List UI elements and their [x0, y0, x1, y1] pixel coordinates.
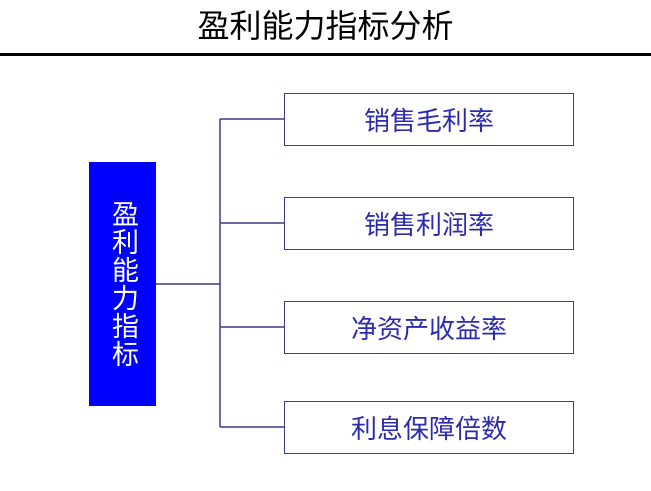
child-node-label: 净资产收益率	[350, 315, 507, 345]
root-node-label: 盈利能力指标	[107, 200, 138, 368]
child-node-gross-margin: 销售毛利率	[284, 93, 574, 146]
child-node-roe: 净资产收益率	[284, 301, 574, 354]
child-node-profit-margin: 销售利润率	[284, 197, 574, 250]
child-node-label: 利息保障倍数	[350, 415, 507, 445]
page-title: 盈利能力指标分析	[197, 7, 454, 45]
root-node: 盈利能力指标	[89, 162, 156, 406]
child-node-interest-coverage: 利息保障倍数	[284, 401, 574, 454]
child-node-label: 销售毛利率	[363, 107, 494, 137]
child-node-label: 销售利润率	[363, 211, 494, 241]
title-divider	[0, 53, 651, 56]
